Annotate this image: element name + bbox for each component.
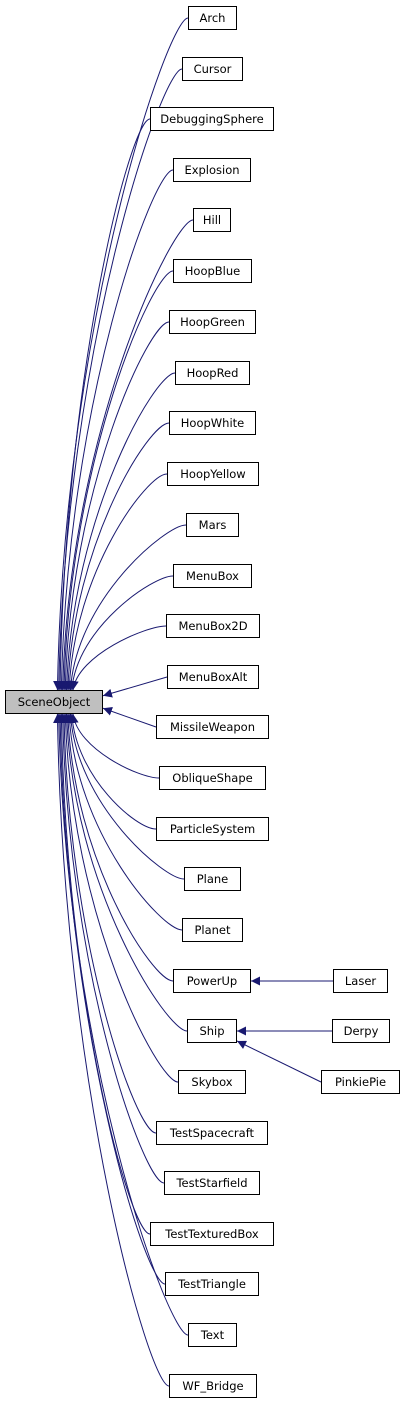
- edge-menuboxalt-to-sceneobject: [102, 676, 168, 698]
- edge-menubox2d-to-sceneobject: [69, 625, 167, 691]
- edge-hoopwhite-to-sceneobject: [63, 422, 170, 691]
- node-hill[interactable]: Hill: [193, 208, 231, 232]
- node-laser[interactable]: Laser: [333, 969, 388, 993]
- node-obliqueshape[interactable]: ObliqueShape: [159, 766, 266, 790]
- node-testspacecraft[interactable]: TestSpacecraft: [156, 1121, 268, 1145]
- node-menubox[interactable]: MenuBox: [173, 564, 252, 588]
- node-particlesystem[interactable]: ParticleSystem: [156, 817, 269, 841]
- node-hoopgreen[interactable]: HoopGreen: [169, 310, 256, 334]
- node-text[interactable]: Text: [188, 1323, 237, 1347]
- node-sceneobject[interactable]: SceneObject: [5, 690, 103, 714]
- edge-planet-to-sceneobject: [65, 713, 183, 931]
- edge-arch-to-sceneobject: [53, 17, 189, 691]
- edge-text-to-sceneobject: [54, 713, 189, 1336]
- edge-pinkiepie-to-ship: [236, 1040, 322, 1083]
- edge-menubox-to-sceneobject: [68, 575, 174, 691]
- node-pinkiepie[interactable]: PinkiePie: [321, 1070, 400, 1094]
- node-explosion[interactable]: Explosion: [173, 158, 251, 182]
- edge-explosion-to-sceneobject: [56, 169, 174, 691]
- edge-hill-to-sceneobject: [58, 219, 194, 691]
- edge-powerup-to-sceneobject: [63, 713, 174, 982]
- node-plane[interactable]: Plane: [184, 867, 241, 891]
- node-hoopyellow[interactable]: HoopYellow: [167, 462, 259, 486]
- node-hoopred[interactable]: HoopRed: [175, 361, 250, 385]
- node-teststarfield[interactable]: TestStarfield: [164, 1171, 260, 1195]
- node-testtexturedbox[interactable]: TestTexturedBox: [150, 1222, 274, 1246]
- node-mars[interactable]: Mars: [186, 513, 239, 537]
- edge-ship-to-sceneobject: [62, 713, 188, 1032]
- edge-hoopblue-to-sceneobject: [59, 270, 174, 691]
- edge-missileweapon-to-sceneobject: [102, 707, 157, 728]
- node-menubox2d[interactable]: MenuBox2D: [166, 614, 260, 638]
- node-debuggingsphere[interactable]: DebuggingSphere: [150, 107, 274, 131]
- node-arch[interactable]: Arch: [188, 6, 237, 30]
- edge-skybox-to-sceneobject: [60, 713, 179, 1083]
- edge-mars-to-sceneobject: [66, 524, 187, 691]
- edge-obliqueshape-to-sceneobject: [69, 713, 160, 779]
- edge-hoopgreen-to-sceneobject: [60, 321, 170, 691]
- node-powerup[interactable]: PowerUp: [173, 969, 251, 993]
- edge-plane-to-sceneobject: [66, 713, 185, 880]
- edge-cursor-to-sceneobject: [54, 68, 183, 691]
- node-skybox[interactable]: Skybox: [178, 1070, 246, 1094]
- node-testtriangle[interactable]: TestTriangle: [165, 1272, 259, 1296]
- node-missileweapon[interactable]: MissileWeapon: [156, 715, 269, 739]
- edge-teststarfield-to-sceneobject: [58, 713, 165, 1184]
- edge-hoopred-to-sceneobject: [62, 372, 176, 691]
- node-hoopblue[interactable]: HoopBlue: [173, 259, 252, 283]
- node-planet[interactable]: Planet: [182, 918, 243, 942]
- node-hoopwhite[interactable]: HoopWhite: [169, 411, 256, 435]
- node-cursor[interactable]: Cursor: [182, 57, 243, 81]
- node-wf-bridge[interactable]: WF_Bridge: [169, 1374, 257, 1398]
- node-derpy[interactable]: Derpy: [332, 1019, 390, 1043]
- edge-testtriangle-to-sceneobject: [55, 713, 166, 1285]
- node-menuboxalt[interactable]: MenuBoxAlt: [167, 665, 259, 689]
- edge-hoopyellow-to-sceneobject: [65, 473, 168, 691]
- edge-debuggingsphere-to-sceneobject: [55, 118, 151, 691]
- node-ship[interactable]: Ship: [187, 1019, 237, 1043]
- edge-testspacecraft-to-sceneobject: [59, 713, 157, 1134]
- edge-particlesystem-to-sceneobject: [67, 713, 157, 830]
- edge-wf_bridge-to-sceneobject: [53, 713, 170, 1387]
